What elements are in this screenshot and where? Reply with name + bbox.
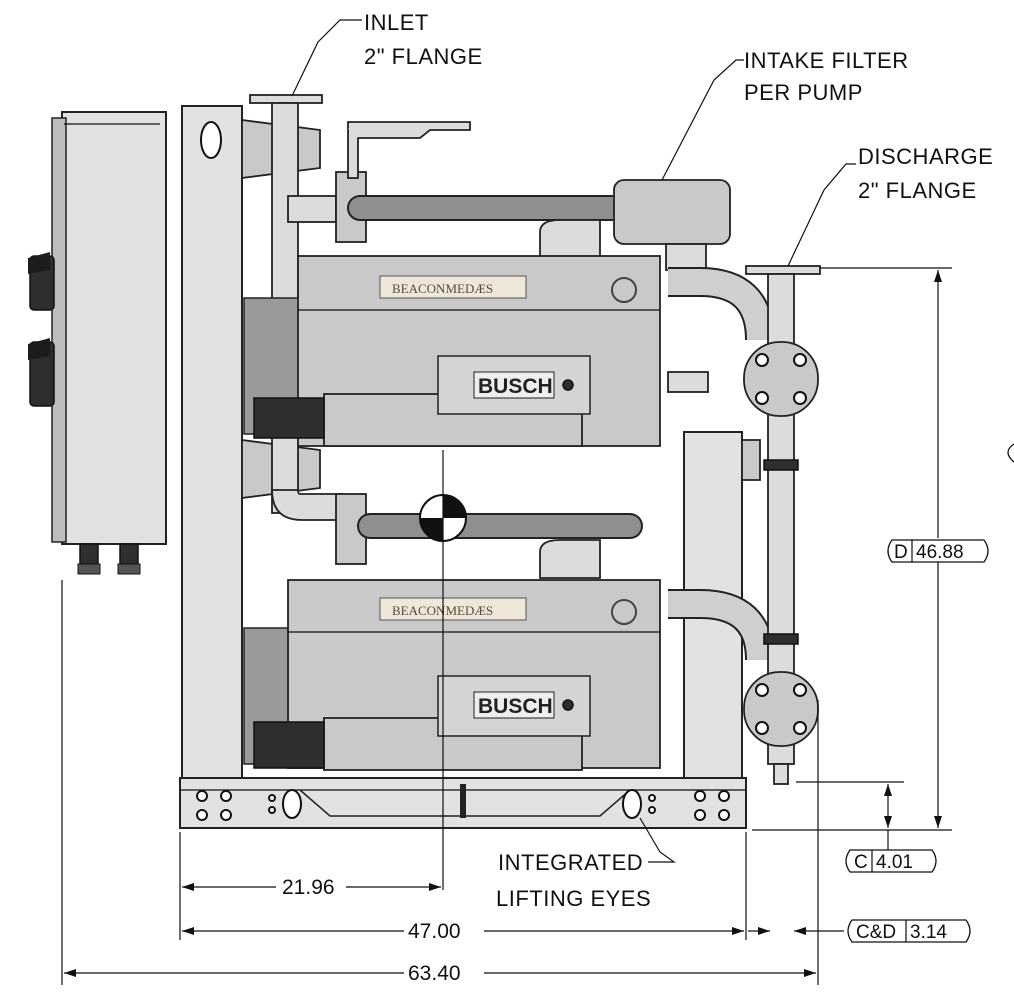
dim-height-d-label: D (894, 542, 908, 563)
dim-height-d: D 46.88 (887, 270, 989, 828)
dim-offset-cd-value: 3.14 (910, 922, 947, 943)
clipped-callout-bubble (1007, 443, 1014, 463)
callout-intake-filter: INTAKE FILTER PER PUMP (661, 48, 909, 181)
dim-cog-value: 21.96 (282, 876, 335, 899)
dim-height-c: C 4.01 (845, 784, 937, 873)
cable-glands (77, 543, 141, 575)
lifting-eye-right (622, 789, 656, 819)
base-bolt-holes (196, 790, 730, 821)
extension-lines (61, 267, 952, 985)
callout-discharge-line2: 2" FLANGE (858, 178, 977, 203)
callout-discharge-line1: DISCHARGE (858, 144, 993, 169)
callout-discharge: DISCHARGE 2" FLANGE (787, 144, 993, 267)
dim-base-width: 47.00 (182, 920, 744, 943)
brand-label-upper: BUSCH (478, 375, 553, 398)
disconnect-handle-upper (28, 252, 55, 311)
dim-overall-width: 63.40 (64, 962, 816, 985)
dim-base-width-value: 47.00 (408, 920, 461, 943)
pump-lower: BEACONMEDÆS BUSCH (243, 513, 775, 771)
callout-inlet-line1: INLET (364, 10, 429, 35)
control-panel (28, 111, 167, 575)
dim-height-c-label: C (854, 852, 868, 873)
callout-lifting-eyes-line2: LIFTING EYES (496, 886, 651, 911)
dim-height-c-value: 4.01 (876, 852, 913, 873)
brand-label-lower: BUSCH (478, 695, 553, 718)
callout-lifting-eyes-line1: INTEGRATED (498, 850, 643, 875)
callout-intake-filter-line2: PER PUMP (744, 80, 863, 105)
dim-offset-cd: C&D 3.14 (748, 919, 971, 943)
lifting-eye-left (268, 789, 302, 819)
callout-inlet: INLET 2" FLANGE (291, 10, 483, 97)
callout-intake-filter-line1: INTAKE FILTER (744, 48, 909, 73)
discharge-pipe (743, 265, 821, 785)
dim-overall-width-value: 63.40 (408, 962, 461, 985)
dim-offset-cd-label: C&D (856, 922, 896, 943)
pump-upper: BEACONMEDÆS BUSCH (243, 179, 775, 447)
disconnect-handle-lower (28, 338, 55, 407)
logo-text-upper: BEACONMEDÆS (392, 281, 493, 296)
callout-inlet-line2: 2" FLANGE (364, 44, 483, 69)
dim-height-d-value: 46.88 (916, 542, 964, 563)
callout-lifting-eyes: INTEGRATED LIFTING EYES (496, 817, 676, 911)
center-of-gravity-symbol (419, 450, 467, 890)
dim-center-of-gravity: 21.96 (182, 876, 441, 899)
